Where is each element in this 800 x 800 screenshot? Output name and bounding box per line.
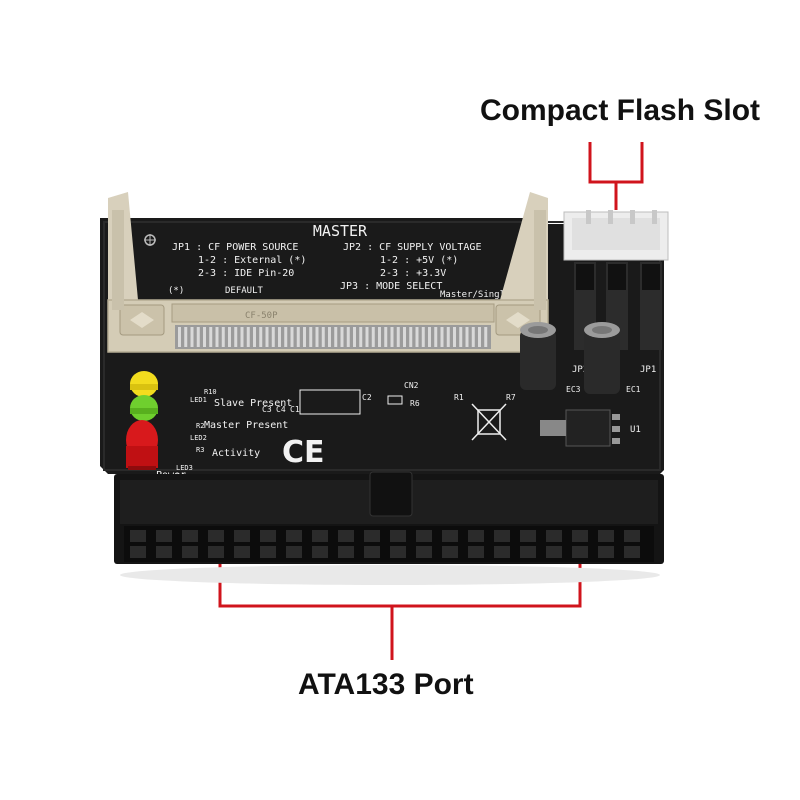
ref-r2: R2 — [196, 422, 204, 430]
cf-callout-bracket — [588, 142, 644, 210]
ref-r3: R3 — [196, 446, 204, 454]
ata-pin-holes — [130, 530, 640, 558]
led-label-activity: Activity — [212, 448, 260, 459]
ref-led2: LED2 — [190, 434, 207, 442]
weee-symbol — [471, 403, 507, 441]
voltage-regulator: U1 — [540, 409, 641, 447]
ata133-port — [114, 471, 664, 564]
jp3-heading: JP3 : MODE SELECT — [340, 281, 442, 292]
board-title: MASTER — [313, 222, 368, 240]
jp3-label: JP3 — [572, 365, 588, 375]
cn2-label: CN2 — [404, 381, 419, 390]
cap-c2-label: C2 — [362, 393, 372, 402]
cap-c4-label: C4 — [276, 405, 286, 414]
electrolytic-capacitors: EC3 EC1 — [520, 322, 641, 394]
jp1-option-1: 1-2 : External (*) — [198, 255, 306, 266]
led-label-master: Master Present — [204, 420, 288, 431]
status-leds — [126, 371, 158, 470]
board-silkscreen: MASTER JP1 : CF POWER SOURCE 1-2 : Exter… — [168, 222, 527, 300]
ec3-label: EC3 — [566, 385, 581, 394]
component-refs: CN2 R6 R1 R7 C3 C4 C1 C2 CE — [262, 381, 516, 470]
r7-label: R7 — [506, 393, 516, 402]
power-connector — [563, 210, 669, 261]
jp2-option-1: 1-2 : +5V (*) — [380, 255, 458, 266]
default-marker: (*) — [168, 286, 184, 296]
ata133-port-callout: ATA133 Port — [298, 668, 474, 701]
jp3-option-1: Master/Single (* — [440, 290, 527, 300]
cap-c1-label: C1 — [290, 405, 300, 414]
ref-led3: LED3 — [176, 464, 193, 472]
slot-marking: CF-50P — [245, 311, 278, 321]
ref-r10: R10 — [204, 388, 217, 396]
led-label-slave: Slave Present — [214, 398, 292, 409]
jp2-option-2: 2-3 : +3.3V — [380, 268, 446, 279]
slot-pins — [178, 327, 488, 347]
jp1-label: JP1 — [640, 365, 656, 375]
r1-label: R1 — [454, 393, 464, 402]
ref-led1: LED1 — [190, 396, 207, 404]
jp2-heading: JP2 : CF SUPPLY VOLTAGE — [343, 242, 481, 253]
ec1-label: EC1 — [626, 385, 641, 394]
default-text: DEFAULT — [225, 286, 264, 296]
cap-c3-label: C3 — [262, 405, 272, 414]
compact-flash-slot-callout: Compact Flash Slot — [480, 94, 761, 127]
jp1-option-2: 2-3 : IDE Pin-20 — [198, 268, 294, 279]
r6-label: R6 — [410, 399, 420, 408]
jp1-heading: JP1 : CF POWER SOURCE — [172, 242, 298, 253]
compact-flash-slot: CF-50P — [107, 192, 549, 353]
ce-mark: CE — [282, 435, 325, 470]
u1-label: U1 — [630, 425, 641, 435]
